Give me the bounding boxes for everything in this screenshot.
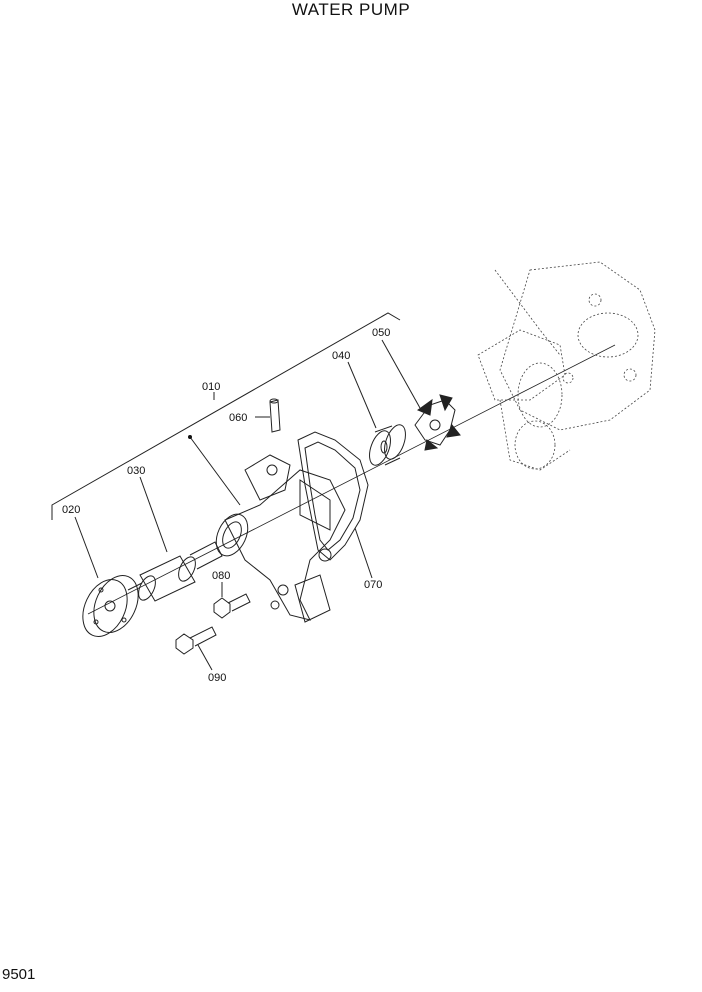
callout-090: 090 (208, 672, 226, 684)
callout-070: 070 (364, 579, 382, 591)
impeller-part (414, 394, 461, 451)
callout-010: 010 (202, 381, 220, 393)
page-title: WATER PUMP (291, 0, 411, 19)
pump-body-part (215, 454, 346, 623)
callout-030: 030 (127, 465, 145, 477)
callout-020: 020 (62, 504, 80, 516)
page-number: 9501 (2, 966, 36, 983)
callout-040: 040 (332, 350, 350, 362)
callout-080: 080 (212, 570, 230, 582)
assembly-axis-line (87, 344, 616, 615)
assembly-bracket (51, 312, 401, 520)
gasket-part (297, 431, 369, 561)
callout-050: 050 (372, 327, 390, 339)
pin-part (269, 398, 281, 433)
callout-dot (188, 435, 192, 439)
seal-part (369, 424, 406, 466)
engine-block (477, 261, 656, 471)
bolt-080-part (213, 593, 251, 619)
bolt-090-part (175, 626, 217, 655)
pulley-flange-part (82, 575, 139, 637)
callout-060: 060 (229, 412, 247, 424)
shaft-bearing-part (127, 541, 223, 602)
